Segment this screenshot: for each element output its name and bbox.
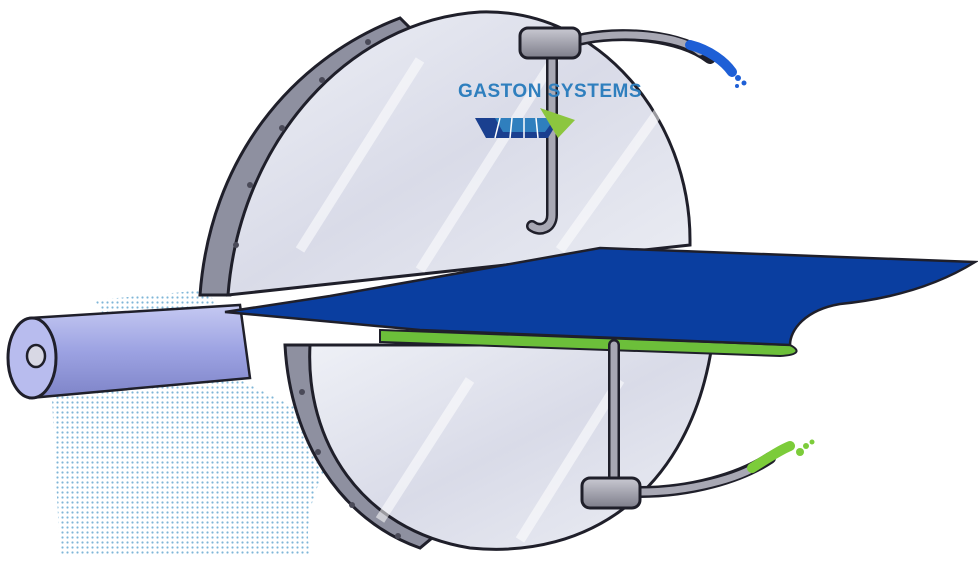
- upper-foam: [690, 45, 732, 72]
- upper-coupling: [520, 28, 580, 58]
- lower-foam: [752, 446, 790, 468]
- upper-foam-drops: [735, 75, 747, 88]
- roll-shaft: [27, 345, 45, 367]
- lower-foam-drops: [796, 440, 815, 457]
- logo-text: GASTON SYSTEMS: [458, 81, 642, 102]
- lower-coupling: [582, 478, 640, 508]
